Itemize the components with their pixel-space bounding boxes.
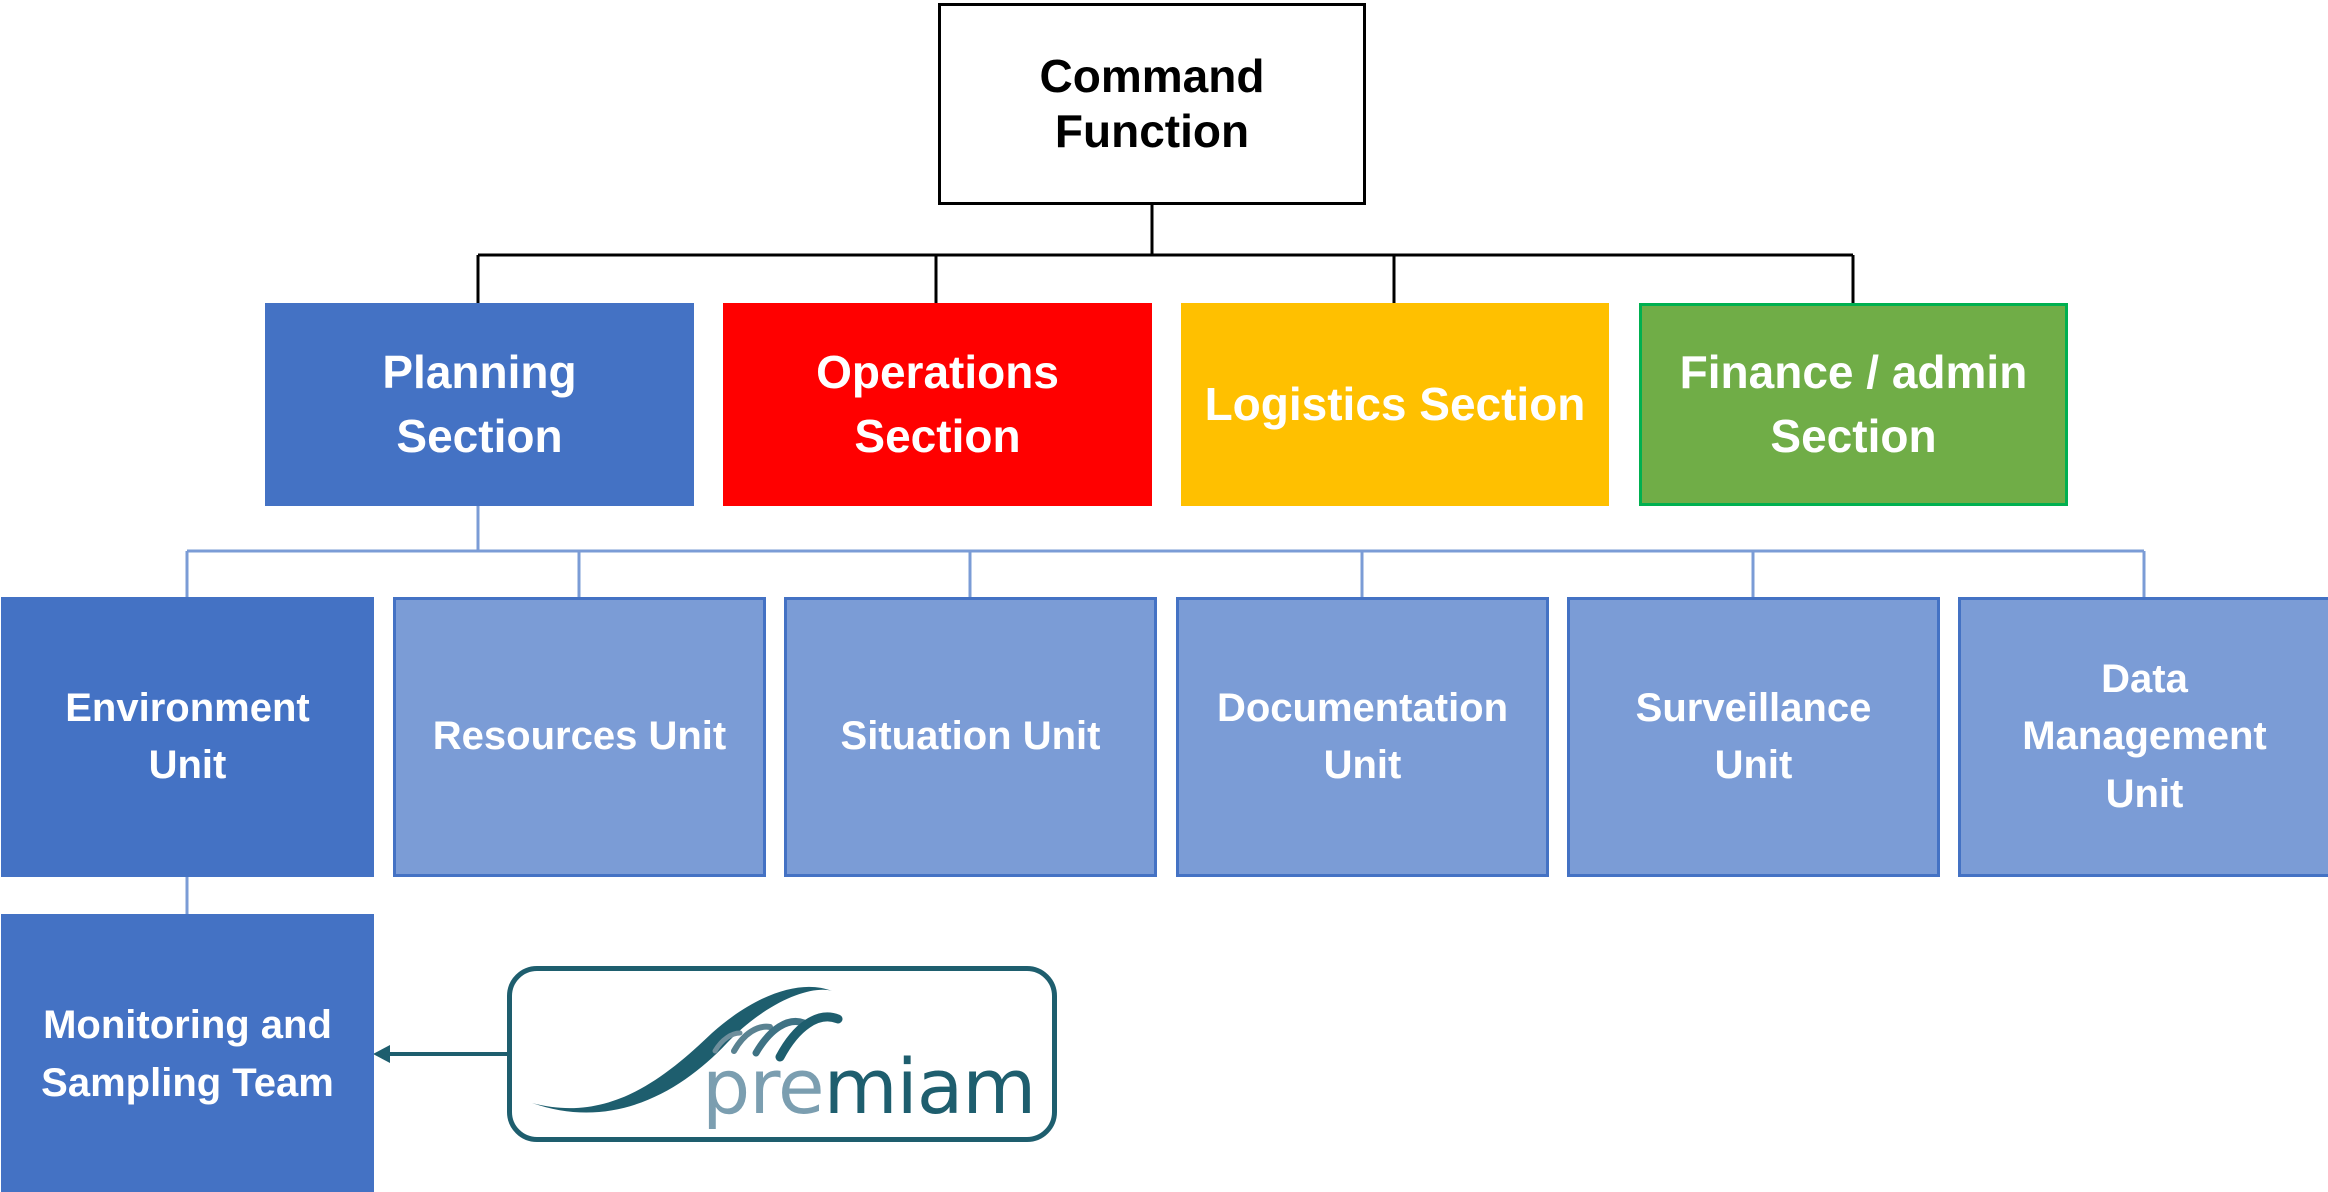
premiam-logo: premiam: [507, 966, 1057, 1142]
signal-arc-1: [712, 1030, 743, 1054]
resources-unit-label: Resources Unit: [432, 714, 727, 759]
premiam-wordmark: premiam: [702, 1042, 1035, 1131]
logistics-section-box: Logistics Section: [1181, 303, 1609, 506]
surveillance-unit-label: Surveillance Unit: [1635, 685, 1872, 787]
data-management-unit-box: Data Management Unit: [1958, 597, 2328, 877]
wordmark-pre: pre: [702, 1042, 824, 1131]
arrow-head: [373, 1045, 390, 1063]
documentation-unit-box: Documentation Unit: [1176, 597, 1549, 877]
command-function-label: Command Function: [1039, 49, 1265, 157]
planning-section-box: Planning Section: [265, 303, 694, 506]
monitoring-sampling-team-box: Monitoring and Sampling Team: [1, 914, 374, 1192]
surveillance-unit-box: Surveillance Unit: [1567, 597, 1940, 877]
environment-unit-box: Environment Unit: [1, 597, 374, 877]
logistics-section-label: Logistics Section: [1204, 377, 1586, 430]
root-connectors: [476, 204, 1855, 303]
planning-section-label: Planning Section: [382, 346, 577, 462]
situation-unit-label: Situation Unit: [840, 714, 1101, 759]
operations-section-label: Operations Section: [816, 346, 1059, 462]
data-management-unit-label: Data Management Unit: [2022, 657, 2267, 816]
command-function-box: Command Function: [938, 3, 1366, 205]
premiam-logo-graphic: premiam: [532, 986, 1036, 1131]
documentation-unit-label: Documentation Unit: [1216, 685, 1509, 787]
signal-arc-3: [752, 1018, 808, 1057]
signal-arc-2: [731, 1023, 773, 1054]
finance-admin-section-label: Finance / admin Section: [1679, 346, 2028, 462]
finance-admin-section-box: Finance / admin Section: [1639, 303, 2068, 506]
operations-section-box: Operations Section: [723, 303, 1152, 506]
environment-unit-label: Environment Unit: [65, 685, 310, 787]
logo-arrow: [373, 1045, 507, 1063]
resources-unit-box: Resources Unit: [393, 597, 766, 877]
wordmark-miam: miam: [824, 1042, 1036, 1131]
situation-unit-box: Situation Unit: [784, 597, 1157, 877]
signal-arc-4: [775, 1012, 843, 1062]
monitoring-sampling-team-label: Monitoring and Sampling Team: [41, 1003, 334, 1105]
